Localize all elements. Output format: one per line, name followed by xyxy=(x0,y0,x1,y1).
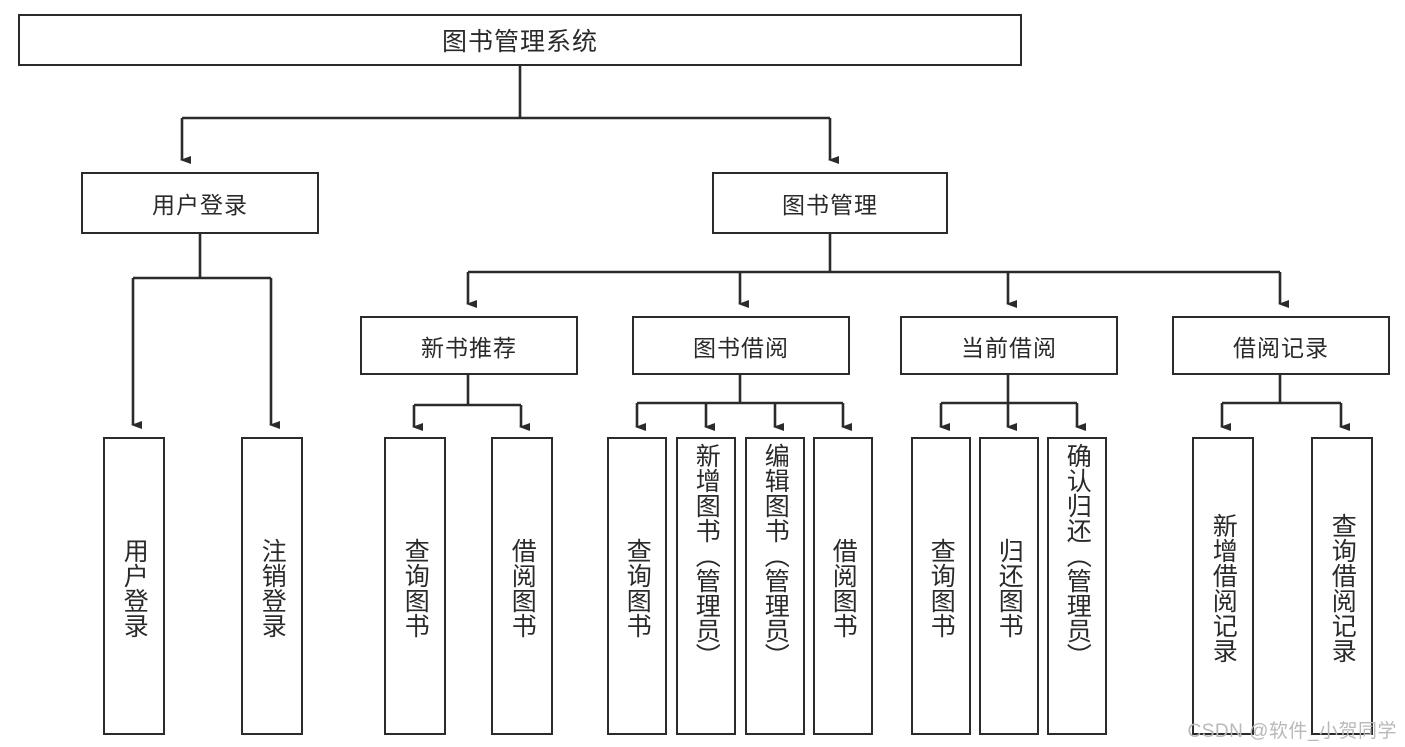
node-book-borrow[interactable]: 图书借阅 xyxy=(632,316,850,375)
leaf-query-borrow-record[interactable]: 查询借阅记录 xyxy=(1311,437,1373,735)
node-label: 新书推荐 xyxy=(421,334,517,361)
leaf-confirm-return-admin[interactable]: 确认归还（管理员） xyxy=(1047,437,1107,735)
node-label: 用户登录 xyxy=(152,192,248,218)
node-user-login[interactable]: 用户登录 xyxy=(81,172,319,234)
leaf-label: 用户登录 xyxy=(120,538,149,638)
leaf-label: 查询借阅记录 xyxy=(1328,513,1357,663)
leaf-label: 查询图书 xyxy=(623,538,652,638)
node-label: 图书管理 xyxy=(782,192,878,218)
leaf-add-book-admin[interactable]: 新增图书（管理员） xyxy=(676,437,736,735)
node-label: 当前借阅 xyxy=(961,334,1057,361)
leaf-label: 借阅图书 xyxy=(508,538,537,638)
leaf-label: 编辑图书（管理员） xyxy=(761,443,790,668)
node-book-management[interactable]: 图书管理 xyxy=(712,172,948,234)
leaf-label: 借阅图书 xyxy=(829,538,858,638)
leaf-add-borrow-record[interactable]: 新增借阅记录 xyxy=(1192,437,1254,735)
leaf-label: 新增图书（管理员） xyxy=(692,443,721,668)
leaf-return-book[interactable]: 归还图书 xyxy=(979,437,1039,735)
node-borrow-record[interactable]: 借阅记录 xyxy=(1172,316,1390,375)
leaf-label: 查询图书 xyxy=(401,538,430,638)
node-root-system[interactable]: 图书管理系统 xyxy=(18,14,1022,66)
node-current-borrow[interactable]: 当前借阅 xyxy=(900,316,1118,375)
node-label: 图书借阅 xyxy=(693,334,789,361)
leaf-user-login[interactable]: 用户登录 xyxy=(103,437,165,735)
leaf-recommend-query-book[interactable]: 查询图书 xyxy=(384,437,446,735)
leaf-label: 归还图书 xyxy=(995,538,1024,638)
leaf-label: 注销登录 xyxy=(258,538,287,638)
leaf-recommend-borrow-book[interactable]: 借阅图书 xyxy=(491,437,553,735)
node-new-book-recommend[interactable]: 新书推荐 xyxy=(360,316,578,375)
leaf-current-query-book[interactable]: 查询图书 xyxy=(911,437,971,735)
leaf-label: 新增借阅记录 xyxy=(1209,513,1238,663)
watermark: CSDN @软件_小贺同学 xyxy=(1187,721,1397,742)
leaf-borrow-book[interactable]: 借阅图书 xyxy=(813,437,873,735)
leaf-edit-book-admin[interactable]: 编辑图书（管理员） xyxy=(745,437,805,735)
leaf-borrow-query-book[interactable]: 查询图书 xyxy=(607,437,667,735)
node-label: 图书管理系统 xyxy=(441,28,598,56)
leaf-label: 确认归还（管理员） xyxy=(1063,443,1092,668)
node-label: 借阅记录 xyxy=(1233,334,1329,361)
leaf-label: 查询图书 xyxy=(927,538,956,638)
leaf-logout[interactable]: 注销登录 xyxy=(241,437,303,735)
